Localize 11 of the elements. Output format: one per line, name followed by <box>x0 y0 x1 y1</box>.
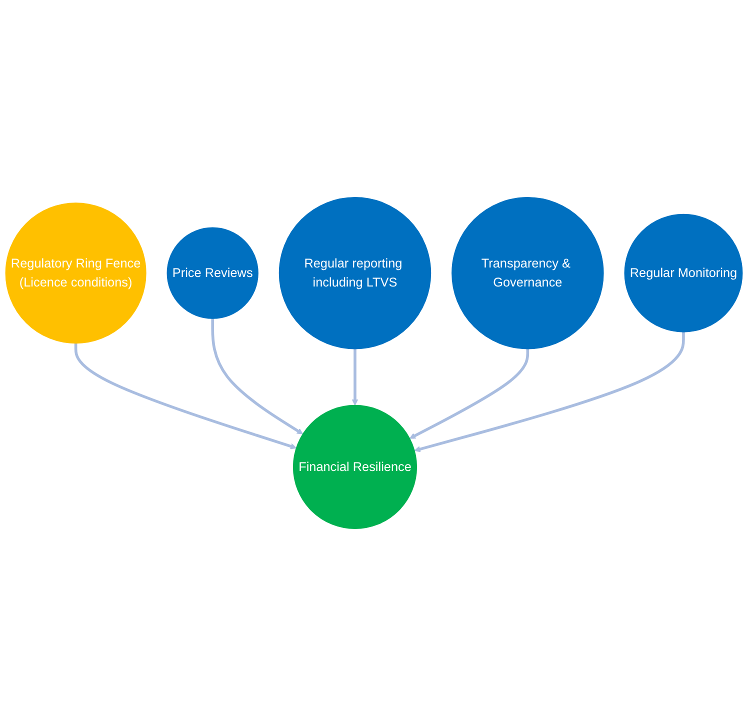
node-circle: Regulatory Ring Fence (Licence conditions) <box>5 202 146 344</box>
arrow <box>74 343 297 450</box>
node-circle: Financial Resilience <box>292 404 418 530</box>
arrow <box>352 348 358 406</box>
node-circle: Transparency & Governance <box>452 196 604 350</box>
node-circle: Regular reporting including LTVS <box>278 196 432 350</box>
arrow <box>409 348 530 439</box>
node-circle: Price Reviews <box>166 227 258 319</box>
node-circle: Regular Monitoring <box>624 214 743 332</box>
arrow <box>414 332 685 452</box>
arrow <box>211 318 304 434</box>
